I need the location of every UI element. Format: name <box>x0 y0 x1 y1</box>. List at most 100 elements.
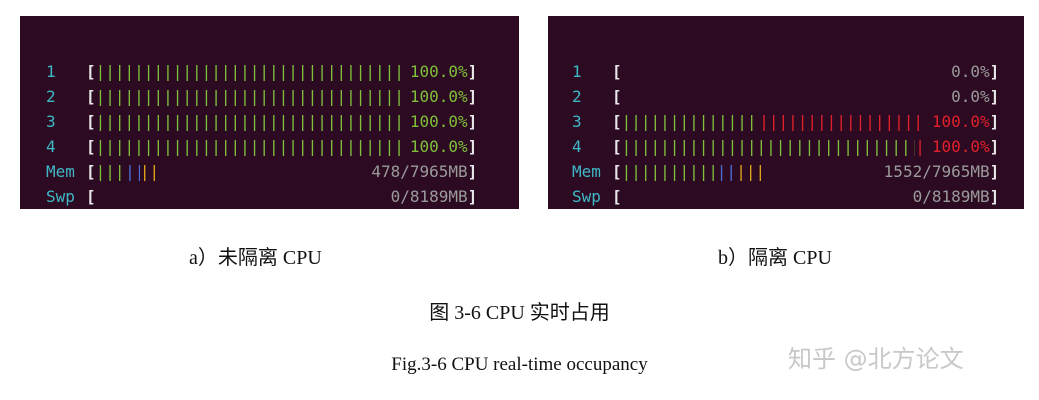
caption-b: b）隔离 CPU <box>718 247 832 269</box>
meter-segment: |||||||||||||||||||||||||||||||||||||||| <box>139 162 163 181</box>
meter-bar: ||||||||||||||||||||||||||||||||||||||||… <box>96 134 468 159</box>
meter-bar: 0/8189MB <box>622 184 990 209</box>
bracket-close: ] <box>467 162 478 181</box>
meter-label: 3 <box>46 112 56 131</box>
meter-value: 100.0% <box>409 112 468 131</box>
watermark: 知乎 @北方论文 <box>788 345 964 373</box>
meter-bar: 0.0% <box>622 59 990 84</box>
caption-a: a）未隔离 CPU <box>189 247 322 269</box>
meter-segment: |||||||||||||||||||||||||||||||||||||||| <box>915 137 927 156</box>
meter-row: 4[||||||||||||||||||||||||||||||||||||||… <box>572 134 1024 159</box>
bracket-close: ] <box>467 62 478 81</box>
figure-title-chinese: 图 3-6 CPU 实时占用 <box>429 302 610 324</box>
meter-row: 3 [||||||||||||||||||||||||||||||||||||||… <box>46 109 519 134</box>
meter-label: Swp <box>572 187 601 206</box>
meter-bar: ||||||||||||||||||||||||||||||||||||||||… <box>96 59 468 84</box>
bracket-open: [ <box>86 162 96 181</box>
meter-row: 2 [||||||||||||||||||||||||||||||||||||||… <box>46 84 519 109</box>
meter-label: 2 <box>572 87 582 106</box>
terminal-panel-unisolated: 1[||||||||||||||||||||||||||||||||||||||… <box>20 16 519 209</box>
meter-row: 1 [||||||||||||||||||||||||||||||||||||||… <box>46 59 519 84</box>
bracket-open: [ <box>612 187 622 206</box>
bracket-open: [ <box>86 137 96 156</box>
figure-title-english: Fig.3-6 CPU real-time occupancy <box>391 354 648 375</box>
meter-bar: ||||||||||||||||||||||||||||||||||||||||… <box>96 84 468 109</box>
meter-value: 100.0% <box>409 87 468 106</box>
bracket-close: ] <box>989 112 1000 131</box>
meter-value: 100.0% <box>931 137 990 156</box>
bracket-open: [ <box>612 162 622 181</box>
bracket-close: ] <box>467 112 478 131</box>
meter-segment: |||||||||||||||||||||||||||||||||||||||| <box>759 112 927 131</box>
meter-label: 4 <box>572 137 582 156</box>
meter-value: 0/8189MB <box>912 187 990 206</box>
meter-segment: |||||||||||||||||||||||||||||||||||||||| <box>95 112 406 131</box>
meter-fill: |||||||||||||||||||||||||||||||||||||||| <box>96 59 406 84</box>
meter-label: 1 <box>46 62 56 81</box>
meter-segment: |||||||||||||||||||||||||||||||||||||||| <box>621 162 717 181</box>
meter-label: Mem <box>572 162 601 181</box>
meter-row: Swp [0/8189MB] <box>46 184 519 209</box>
meter-segment: |||||||||||||||||||||||||||||||||||||||| <box>736 162 762 181</box>
meter-segment: |||||||||||||||||||||||||||||||||||||||| <box>95 62 406 81</box>
meter-value: 478/7965MB <box>371 162 468 181</box>
meter-row: Mem[||||||||||||||||||||||||||||||||||||… <box>46 159 519 184</box>
bracket-open: [ <box>612 137 622 156</box>
meter-row: Mem[||||||||||||||||||||||||||||||||||||… <box>572 159 1024 184</box>
bracket-close: ] <box>467 137 478 156</box>
meter-fill: ||||||||||||||||||||||||||||||||||||||||… <box>622 159 762 184</box>
bracket-open: [ <box>86 87 96 106</box>
meter-label: 1 <box>572 62 582 81</box>
meter-bar: 0/8189MB <box>96 184 468 209</box>
bracket-open: [ <box>612 112 622 131</box>
bracket-close: ] <box>989 187 1000 206</box>
meter-value: 100.0% <box>931 112 990 131</box>
meter-label: 3 <box>572 112 582 131</box>
bracket-open: [ <box>86 112 96 131</box>
meter-fill: |||||||||||||||||||||||||||||||||||||||| <box>96 134 406 159</box>
meter-fill: ||||||||||||||||||||||||||||||||||||||||… <box>622 109 928 134</box>
meter-label: Mem <box>46 162 75 181</box>
meter-row: 1 [0.0%] <box>572 59 1024 84</box>
meter-bar: ||||||||||||||||||||||||||||||||||||||||… <box>622 159 990 184</box>
meter-segment: |||||||||||||||||||||||||||||||||||||||| <box>621 137 916 156</box>
terminal-panel-isolated: 1[0.0%]2[0.0%]3[||||||||||||||||||||||||… <box>548 16 1024 209</box>
meter-fill: ||||||||||||||||||||||||||||||||||||||||… <box>96 159 163 184</box>
bracket-open: [ <box>86 187 96 206</box>
meter-value: 100.0% <box>409 62 468 81</box>
meter-bar: 0.0% <box>622 84 990 109</box>
bracket-open: [ <box>86 62 96 81</box>
meter-value: 0.0% <box>951 62 990 81</box>
meter-label: 2 <box>46 87 56 106</box>
bracket-close: ] <box>989 62 1000 81</box>
bracket-close: ] <box>467 187 478 206</box>
meter-row: 3[||||||||||||||||||||||||||||||||||||||… <box>572 109 1024 134</box>
bracket-open: [ <box>612 87 622 106</box>
bracket-close: ] <box>467 87 478 106</box>
meter-value: 0.0% <box>951 87 990 106</box>
meter-bar: ||||||||||||||||||||||||||||||||||||||||… <box>622 109 990 134</box>
meter-label: Swp <box>46 187 75 206</box>
meter-fill: |||||||||||||||||||||||||||||||||||||||| <box>96 84 406 109</box>
meter-fill: |||||||||||||||||||||||||||||||||||||||| <box>96 109 406 134</box>
meter-fill: ||||||||||||||||||||||||||||||||||||||||… <box>622 134 928 159</box>
meter-segment: |||||||||||||||||||||||||||||||||||||||| <box>95 137 406 156</box>
meter-bar: ||||||||||||||||||||||||||||||||||||||||… <box>96 109 468 134</box>
meter-bar: ||||||||||||||||||||||||||||||||||||||||… <box>622 134 990 159</box>
meter-segment: |||||||||||||||||||||||||||||||||||||||| <box>95 87 406 106</box>
meter-segment: |||||||||||||||||||||||||||||||||||||||| <box>621 112 760 131</box>
meter-row: 2 [0.0%] <box>572 84 1024 109</box>
meter-value: 1552/7965MB <box>883 162 990 181</box>
meter-bar: ||||||||||||||||||||||||||||||||||||||||… <box>96 159 468 184</box>
meter-row: 4 [||||||||||||||||||||||||||||||||||||||… <box>46 134 519 159</box>
bracket-close: ] <box>989 137 1000 156</box>
meter-segment: |||||||||||||||||||||||||||||||||||||||| <box>125 162 140 181</box>
bracket-open: [ <box>612 62 622 81</box>
bracket-close: ] <box>989 162 1000 181</box>
meter-segment: |||||||||||||||||||||||||||||||||||||||| <box>95 162 125 181</box>
meter-row: Swp [0/8189MB] <box>572 184 1024 209</box>
bracket-close: ] <box>989 87 1000 106</box>
meter-value: 0/8189MB <box>390 187 468 206</box>
meter-label: 4 <box>46 137 56 156</box>
meter-segment: |||||||||||||||||||||||||||||||||||||||| <box>716 162 737 181</box>
